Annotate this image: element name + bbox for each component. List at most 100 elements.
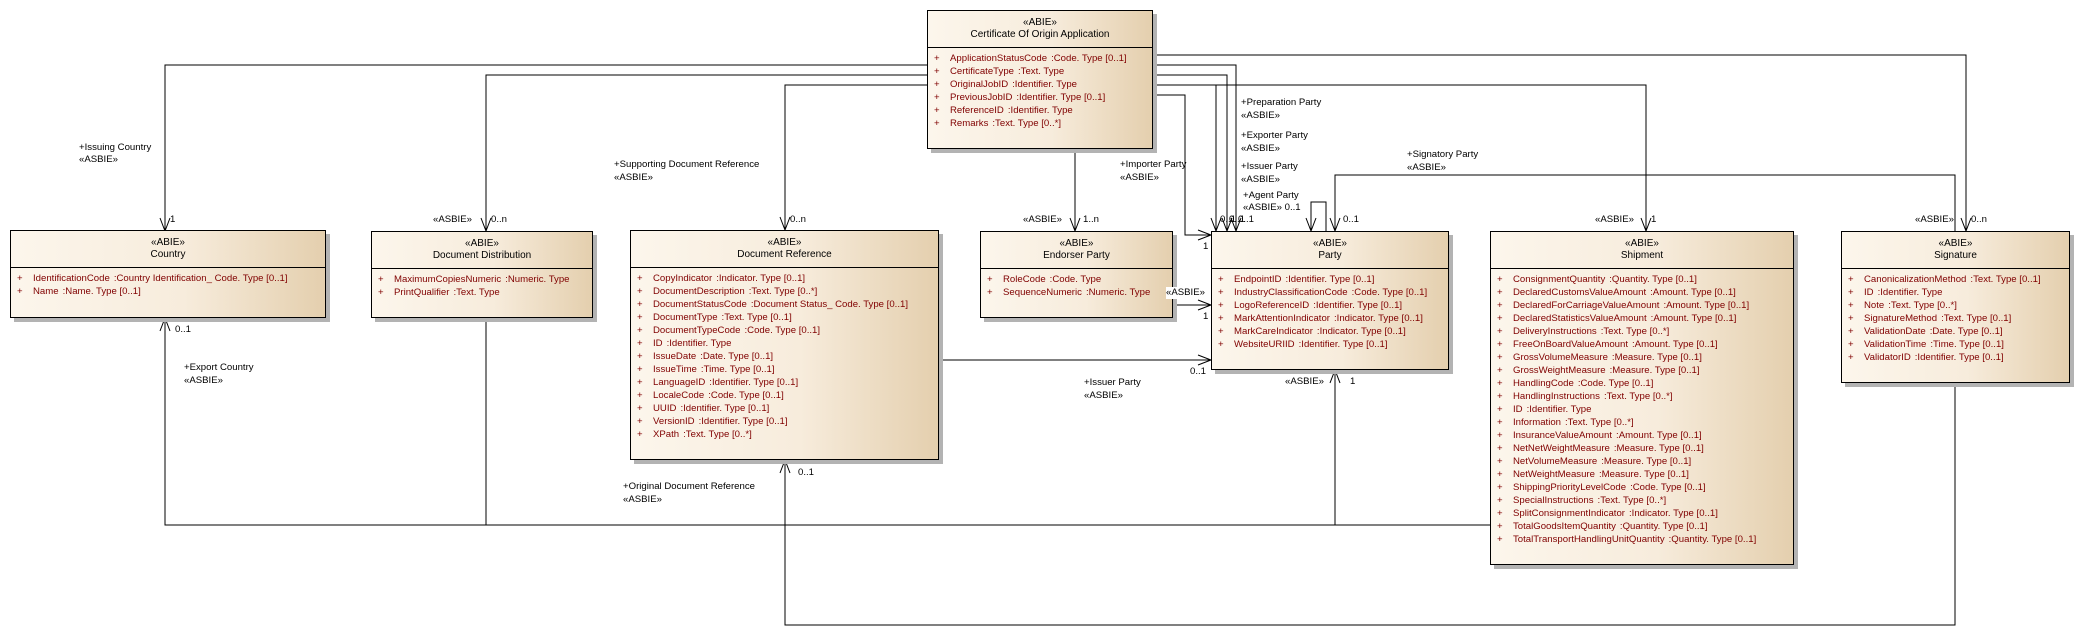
attribute-row[interactable]: +GrossVolumeMeasure:Measure. Type [0..1]: [1497, 351, 1793, 364]
attribute-row[interactable]: +ID:Identifier. Type: [1497, 403, 1793, 416]
attribute-row[interactable]: +LanguageID:Identifier. Type [0..1]: [637, 376, 938, 389]
attribute-row[interactable]: +SequenceNumeric:Numeric. Type: [987, 286, 1172, 299]
attribute-name: DocumentDescription: [653, 286, 745, 297]
connector-line[interactable]: [164, 64, 927, 231]
attribute-row[interactable]: +DocumentTypeCode:Code. Type [0..1]: [637, 324, 938, 337]
association-issuing-country[interactable]: [159, 64, 927, 233]
connector-line[interactable]: [784, 84, 927, 230]
multiplicity-label-importer-party: 1: [1203, 241, 1209, 252]
attribute-row[interactable]: +ID:Identifier. Type: [1848, 286, 2069, 299]
association-endorser-to-party[interactable]: [1173, 299, 1213, 311]
association-issuer-party[interactable]: [1153, 84, 1222, 233]
attribute-row[interactable]: +PrintQualifier:Text. Type: [378, 286, 592, 299]
association-supporting-document-reference[interactable]: [779, 84, 927, 232]
attribute-row[interactable]: +XPath:Text. Type [0..*]: [637, 428, 938, 441]
attribute-row[interactable]: +OriginalJobID:Identifier. Type: [934, 78, 1152, 91]
connector-line[interactable]: [485, 74, 927, 231]
attribute-row[interactable]: +RoleCode:Code. Type: [987, 273, 1172, 286]
connector-line[interactable]: [1334, 174, 1956, 231]
attribute-row[interactable]: +DeclaredCustomsValueAmount:Amount. Type…: [1497, 286, 1793, 299]
attribute-row[interactable]: +DocumentDescription:Text. Type [0..*]: [637, 285, 938, 298]
attribute-row[interactable]: +ShippingPriorityLevelCode:Code. Type [0…: [1497, 481, 1793, 494]
attribute-row[interactable]: +NetWeightMeasure:Measure. Type [0..1]: [1497, 468, 1793, 481]
association-agent-party-self-loop[interactable]: [1305, 201, 1327, 233]
association-document-reference-issuer-party[interactable]: [939, 354, 1213, 366]
association-document-distribution[interactable]: [480, 74, 927, 233]
attribute-row[interactable]: +IndustryClassificationCode:Code. Type […: [1218, 286, 1448, 299]
association-preparation-party[interactable]: [1153, 64, 1242, 233]
class-party[interactable]: «ABIE» Party +EndpointID:Identifier. Typ…: [1211, 231, 1449, 370]
association-shipment[interactable]: [1153, 84, 1652, 233]
class-signature[interactable]: «ABIE» Signature +CanonicalizationMethod…: [1841, 231, 2070, 383]
class-name: Document Distribution: [432, 250, 532, 261]
connector-line[interactable]: [1153, 84, 1647, 231]
connector-line[interactable]: [1153, 94, 1211, 236]
attribute-row[interactable]: +UUID:Identifier. Type [0..1]: [637, 402, 938, 415]
attribute-row[interactable]: +EndpointID:Identifier. Type [0..1]: [1218, 273, 1448, 286]
attribute-row[interactable]: +CanonicalizationMethod:Text. Type [0..1…: [1848, 273, 2069, 286]
attribute-row[interactable]: +ReferenceID:Identifier. Type: [934, 104, 1152, 117]
attribute-row[interactable]: +HandlingCode:Code. Type [0..1]: [1497, 377, 1793, 390]
attribute-row[interactable]: +VersionID:Identifier. Type [0..1]: [637, 415, 938, 428]
association-exporter-party[interactable]: [1153, 74, 1233, 233]
attribute-row[interactable]: +TotalGoodsItemQuantity:Quantity. Type […: [1497, 520, 1793, 533]
attribute-row[interactable]: +Information:Text. Type [0..*]: [1497, 416, 1793, 429]
class-certificate-of-origin-application[interactable]: «ABIE» Certificate Of Origin Application…: [927, 10, 1153, 149]
attribute-row[interactable]: +ID:Identifier. Type: [637, 337, 938, 350]
role-label-exporter-party: +Exporter Party: [1241, 130, 1308, 141]
connector-line[interactable]: [1153, 74, 1228, 231]
connector-line[interactable]: [1310, 201, 1327, 231]
association-export-country[interactable]: [159, 316, 1490, 526]
attribute-row[interactable]: +IdentificationCode:Country Identificati…: [17, 272, 325, 285]
attribute-row[interactable]: +DocumentType:Text. Type [0..1]: [637, 311, 938, 324]
attribute-row[interactable]: +InsuranceValueAmount:Amount. Type [0..1…: [1497, 429, 1793, 442]
visibility-marker: +: [1497, 391, 1503, 402]
attribute-row[interactable]: +NetNetWeightMeasure:Measure. Type [0..1…: [1497, 442, 1793, 455]
attribute-row[interactable]: +DeliveryInstructions:Text. Type [0..*]: [1497, 325, 1793, 338]
class-document-reference[interactable]: «ABIE» Document Reference +CopyIndicator…: [630, 230, 939, 460]
attribute-row[interactable]: +DeclaredStatisticsValueAmount:Amount. T…: [1497, 312, 1793, 325]
attribute-row[interactable]: +SignatureMethod:Text. Type [0..1]: [1848, 312, 2069, 325]
attribute-row[interactable]: +MarkCareIndicator:Indicator. Type [0..1…: [1218, 325, 1448, 338]
attribute-row[interactable]: +MarkAttentionIndicator:Indicator. Type …: [1218, 312, 1448, 325]
attribute-row[interactable]: +Note:Text. Type [0..*]: [1848, 299, 2069, 312]
attribute-row[interactable]: +DocumentStatusCode:Document Status_ Cod…: [637, 298, 938, 311]
attribute-row[interactable]: +PreviousJobID:Identifier. Type [0..1]: [934, 91, 1152, 104]
attribute-row[interactable]: +LocaleCode:Code. Type [0..1]: [637, 389, 938, 402]
association-original-document-reference[interactable]: [779, 383, 1956, 626]
attribute-row[interactable]: +ApplicationStatusCode:Code. Type [0..1]: [934, 52, 1152, 65]
class-endorser-party[interactable]: «ABIE» Endorser Party +RoleCode:Code. Ty…: [980, 231, 1173, 318]
attribute-row[interactable]: +Name:Name. Type [0..1]: [17, 285, 325, 298]
attribute-row[interactable]: +ValidationDate:Date. Type [0..1]: [1848, 325, 2069, 338]
class-document-distribution[interactable]: «ABIE» Document Distribution +MaximumCop…: [371, 231, 593, 318]
attribute-row[interactable]: +CopyIndicator:Indicator. Type [0..1]: [637, 272, 938, 285]
association-shipment-to-party[interactable]: [1329, 368, 1341, 525]
attribute-row[interactable]: +DeclaredForCarriageValueAmount:Amount. …: [1497, 299, 1793, 312]
attribute-row[interactable]: +GrossWeightMeasure:Measure. Type [0..1]: [1497, 364, 1793, 377]
attribute-row[interactable]: +LogoReferenceID:Identifier. Type [0..1]: [1218, 299, 1448, 312]
attribute-row[interactable]: +HandlingInstructions:Text. Type [0..*]: [1497, 390, 1793, 403]
connector-line[interactable]: [1153, 54, 1967, 231]
attribute-type: :Identifier. Type [0..1]: [1285, 274, 1375, 285]
attribute-row[interactable]: +MaximumCopiesNumeric:Numeric. Type: [378, 273, 592, 286]
attribute-row[interactable]: +Remarks:Text. Type [0..*]: [934, 117, 1152, 130]
connector-line[interactable]: [1153, 64, 1237, 231]
attribute-row[interactable]: +ValidationTime:Time. Type [0..1]: [1848, 338, 2069, 351]
attribute-row[interactable]: +IssueDate:Date. Type [0..1]: [637, 350, 938, 363]
attribute-row[interactable]: +SpecialInstructions:Text. Type [0..*]: [1497, 494, 1793, 507]
attribute-row[interactable]: +FreeOnBoardValueAmount:Amount. Type [0.…: [1497, 338, 1793, 351]
attribute-row[interactable]: +SplitConsignmentIndicator:Indicator. Ty…: [1497, 507, 1793, 520]
attribute-row[interactable]: +NetVolumeMeasure:Measure. Type [0..1]: [1497, 455, 1793, 468]
association-endorser-party[interactable]: [1069, 149, 1081, 233]
attribute-row[interactable]: +TotalTransportHandlingUnitQuantity:Quan…: [1497, 533, 1793, 546]
connector-line[interactable]: [164, 318, 1490, 526]
attribute-row[interactable]: +ValidatorID:Identifier. Type [0..1]: [1848, 351, 2069, 364]
class-country[interactable]: «ABIE» Country +IdentificationCode:Count…: [10, 230, 326, 318]
connector-line[interactable]: [784, 383, 1956, 626]
visibility-marker: +: [1848, 326, 1854, 337]
class-shipment[interactable]: «ABIE» Shipment +ConsignmentQuantity:Qua…: [1490, 231, 1794, 565]
attribute-row[interactable]: +WebsiteURIID:Identifier. Type [0..1]: [1218, 338, 1448, 351]
attribute-row[interactable]: +ConsignmentQuantity:Quantity. Type [0..…: [1497, 273, 1793, 286]
attribute-row[interactable]: +CertificateType:Text. Type: [934, 65, 1152, 78]
attribute-row[interactable]: +IssueTime:Time. Type [0..1]: [637, 363, 938, 376]
